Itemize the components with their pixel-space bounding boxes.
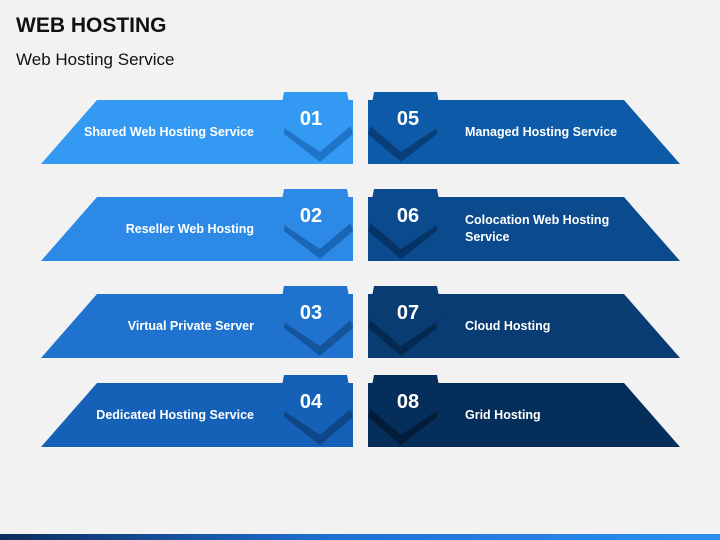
item-number: 03 [299,302,323,324]
item-number: 05 [396,108,420,130]
item-number: 07 [396,302,420,324]
banner-shape [368,92,680,164]
banner-shape [41,189,353,261]
hosting-item-08: Grid Hosting 08 [365,375,680,447]
item-label: Managed Hosting Service [465,124,618,139]
item-number: 02 [299,205,323,227]
item-number: 01 [299,108,323,130]
hosting-item-01: Shared Web Hosting Service 01 [41,92,356,164]
bottom-accent-bar [0,534,720,540]
banner-shape [368,189,680,261]
item-label: Reseller Web Hosting [125,221,254,236]
banner-shape [41,375,353,447]
item-label: Shared Web Hosting Service [84,124,254,139]
banner-shape [41,92,353,164]
hosting-item-04: Dedicated Hosting Service 04 [41,375,356,447]
hosting-item-02: Reseller Web Hosting 02 [41,189,356,261]
banner-shape [368,286,680,358]
item-number: 06 [396,205,420,227]
item-label: Dedicated Hosting Service [96,407,254,422]
item-label: Colocation Web Hosting Service [465,213,610,244]
hosting-item-05: Managed Hosting Service 05 [365,92,680,164]
item-label: Grid Hosting [465,407,541,422]
item-number: 04 [299,391,323,413]
page-subtitle: Web Hosting Service [16,50,175,69]
item-number: 08 [396,391,420,413]
hosting-item-07: Cloud Hosting 07 [365,286,680,358]
item-label: Virtual Private Server [127,318,254,333]
banner-shape [41,286,353,358]
hosting-item-03: Virtual Private Server 03 [41,286,356,358]
banner-shape [368,375,680,447]
hosting-item-06: Colocation Web Hosting Service 06 [365,189,680,261]
page-title: WEB HOSTING [16,14,167,37]
item-label: Cloud Hosting [465,318,551,333]
